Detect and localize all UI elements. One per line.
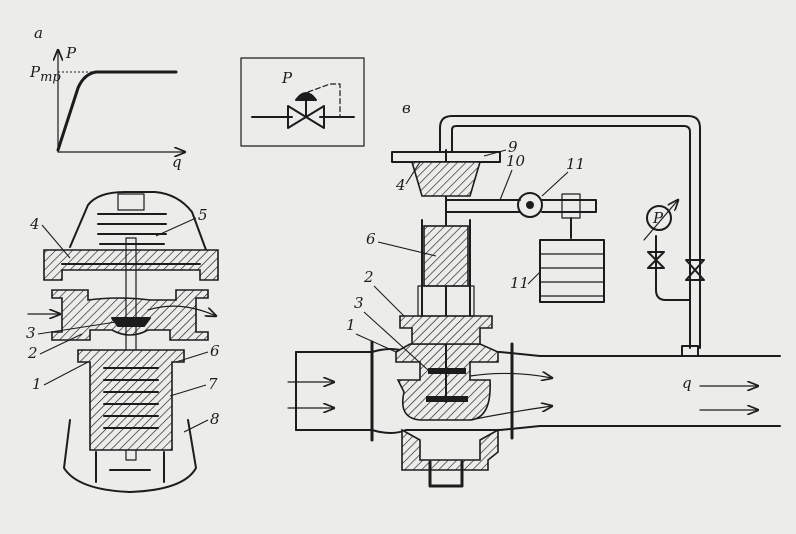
callout-b-7: 7 [208, 375, 218, 393]
leader-b-2 [39, 333, 83, 355]
tube-fitting [681, 345, 699, 357]
characteristic-curve [56, 70, 178, 152]
internal-arrow-1 [469, 373, 552, 378]
impulse-tube-inner [451, 125, 691, 349]
panel-b-regulator: 4 5 3 2 1 6 7 8 [26, 191, 220, 493]
pivot-pin [526, 201, 534, 209]
internal-arrow-2 [469, 406, 552, 421]
adjust-screw [117, 193, 145, 211]
panel-a-letter: а [34, 24, 43, 42]
gland [423, 225, 469, 287]
leader-v-11b [527, 271, 541, 285]
callout-v-6: 6 [366, 230, 376, 248]
leader-v-10 [499, 169, 513, 201]
callout-b-5: 5 [198, 206, 208, 224]
callout-b-1: 1 [32, 375, 42, 393]
spring-dome [69, 191, 207, 251]
outlet-flow-arrow [147, 305, 216, 316]
leader-b-8 [183, 419, 209, 433]
symbol-actuator [295, 92, 317, 101]
symbol-p-label: P [281, 69, 293, 87]
lantern-posts [421, 219, 471, 317]
lower-housing [77, 349, 185, 451]
leader-v-6 [377, 241, 437, 257]
symbol-valve-body [287, 105, 325, 129]
valve-symbol-box: P [240, 57, 365, 147]
lower-cover-v [401, 428, 499, 471]
impulse-tube-outer [439, 115, 701, 349]
callout-v-11a: 11 [566, 155, 585, 173]
lever-pivot [517, 192, 543, 218]
gauge-label: P [652, 209, 664, 227]
gland-nut [417, 285, 475, 317]
leader-b-7 [169, 384, 207, 397]
leader-v-9 [483, 149, 507, 157]
callout-v-2: 2 [363, 268, 374, 286]
callout-v-9: 9 [508, 138, 518, 156]
leader-b-4 [41, 224, 71, 259]
pipeline-bottom [295, 425, 781, 434]
panel-v-letter: в [402, 99, 411, 117]
weight-hook [561, 193, 581, 219]
drain-plug [428, 460, 464, 488]
lower-spring [103, 367, 159, 429]
symbol-frame [240, 57, 365, 147]
weight-plates [539, 253, 605, 297]
callout-v-1: 1 [346, 316, 356, 334]
pipe-flanges [370, 340, 514, 442]
leader-b-3 [37, 321, 117, 335]
leader-b-6 [175, 351, 209, 363]
gauge-branch [655, 235, 691, 301]
callout-b-3: 3 [26, 324, 36, 342]
panel-a-graph: а P Pтр q [29, 24, 185, 171]
pipeline-top [295, 348, 781, 357]
callout-b-4: 4 [29, 215, 40, 233]
valve-plug [111, 317, 151, 327]
y-axis-label: P [65, 44, 77, 62]
callout-b-2: 2 [27, 344, 38, 362]
callout-v-10: 10 [506, 152, 526, 170]
callout-v-11b: 11 [510, 274, 529, 292]
lever [445, 199, 521, 213]
flow-label: q [682, 374, 692, 392]
valve-stem [125, 237, 137, 461]
valve-body [51, 289, 209, 341]
leader-v-11a [541, 171, 569, 197]
tube-valve [685, 259, 705, 281]
diaphragm-cover [391, 151, 501, 163]
leader-v-1 [355, 333, 397, 353]
bonnet [399, 315, 493, 345]
weight-stack [539, 239, 605, 303]
panel-v-regulator: в [287, 99, 781, 488]
upper-spring [97, 213, 167, 255]
bell-cover [63, 419, 197, 493]
leader-v-2 [373, 285, 405, 317]
leader-v-4 [405, 161, 421, 185]
lever-arm [541, 199, 597, 213]
gauge-valve [647, 251, 665, 269]
pressure-gauge [646, 205, 672, 231]
callout-b-8: 8 [210, 410, 220, 428]
callout-b-6: 6 [210, 342, 220, 360]
x-axis-label: q [172, 153, 182, 171]
p-threshold-label: Pтр [29, 63, 61, 85]
gauge-arrow [643, 200, 678, 241]
leader-v-3 [363, 311, 429, 371]
callout-v-3: 3 [354, 294, 364, 312]
lower-nut [95, 451, 165, 483]
leader-b-5 [155, 217, 197, 237]
symbol-impulse-line [307, 83, 341, 118]
callout-v-4: 4 [395, 176, 406, 194]
leader-b-1 [43, 361, 89, 386]
diaphragm-case [410, 161, 482, 197]
